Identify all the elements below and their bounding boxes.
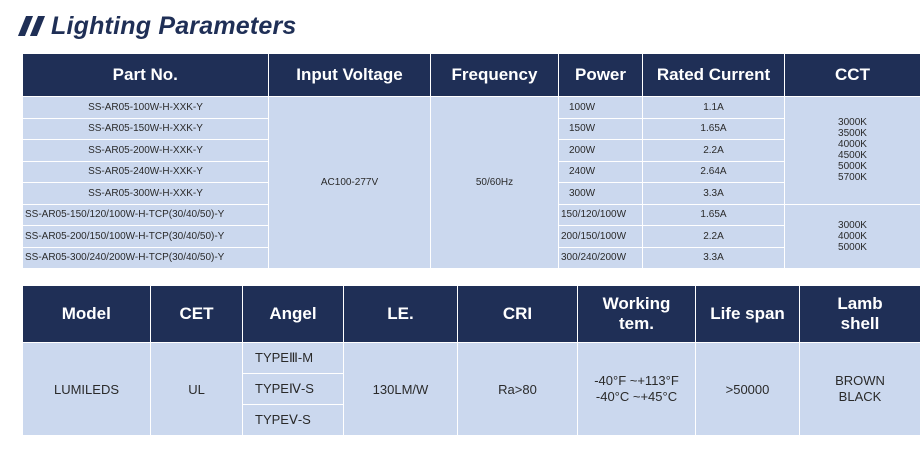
working-temp-cell: -40°F ~+113°F -40°C ~+45°C (577, 342, 696, 436)
header-cct: CCT (784, 54, 920, 97)
angel-cell: TYPEⅢ-M (242, 342, 344, 374)
header-frequency: Frequency (430, 54, 559, 97)
table-row: SS-AR05-300/240/200W-H-TCP(30/40/50)-Y 3… (22, 246, 920, 269)
header-input-voltage: Input Voltage (268, 54, 431, 97)
header-rated-current: Rated Current (642, 54, 785, 97)
header-part-no: Part No. (22, 54, 269, 97)
le-cell: 130LM/W (343, 342, 458, 436)
part-no-cell: SS-AR05-150/120/100W-H-TCP(30/40/50)-Y (22, 203, 269, 226)
lighting-parameters-table: Part No. Input Voltage Frequency Power R… (22, 54, 920, 269)
part-no-cell: SS-AR05-200W-H-XXK-Y (22, 139, 269, 162)
header-angel: Angel (242, 286, 344, 343)
header-cet: CET (150, 286, 243, 343)
spec-header-row: Model CET Angel LE. CRI Working tem. Lif… (22, 286, 920, 343)
frequency-cell: 50/60Hz (430, 96, 559, 269)
table-row: SS-AR05-100W-H-XXK-Y AC100-277V 50/60Hz … (22, 96, 920, 269)
spec-row: TYPEⅣ-S (23, 373, 920, 405)
spec-row: LUMILEDS UL TYPEⅢ-M 130LM/W Ra>80 -40°F … (22, 342, 920, 436)
part-no-cell: SS-AR05-300W-H-XXK-Y (22, 182, 269, 205)
input-voltage-cell: AC100-277V (268, 96, 431, 269)
header-cri: CRI (457, 286, 578, 343)
table-row: SS-AR05-150/120/100W-H-TCP(30/40/50)-Y 1… (22, 203, 920, 269)
part-no-cell: SS-AR05-200/150/100W-H-TCP(30/40/50)-Y (22, 225, 269, 248)
part-no-cell: SS-AR05-100W-H-XXK-Y (22, 96, 269, 119)
life-span-cell: >50000 (695, 342, 800, 436)
header-working-temp: Working tem. (577, 286, 696, 343)
model-cell: LUMILEDS (22, 342, 151, 436)
power-cell: 300/240/200W (558, 246, 643, 269)
part-no-cell: SS-AR05-240W-H-XXK-Y (22, 160, 269, 183)
rated-current-cell: 2.2A (642, 139, 785, 162)
header-le: LE. (343, 286, 458, 343)
header-life-span: Life span (695, 286, 800, 343)
power-cell: 200W (558, 139, 643, 162)
header-power: Power (558, 54, 643, 97)
page-title: Lighting Parameters (51, 11, 297, 40)
rated-current-cell: 3.3A (642, 246, 785, 269)
power-cell: 150/120/100W (558, 203, 643, 226)
part-no-cell: SS-AR05-300/240/200W-H-TCP(30/40/50)-Y (22, 246, 269, 269)
table-row: SS-AR05-240W-H-XXK-Y 240W 2.64A (22, 160, 920, 183)
cri-cell: Ra>80 (457, 342, 578, 436)
table-row: SS-AR05-200/150/100W-H-TCP(30/40/50)-Y 2… (22, 225, 920, 248)
title-slash-icon (17, 16, 46, 36)
spec-row: TYPEⅤ-S (23, 404, 920, 436)
cet-cell: UL (150, 342, 243, 436)
header-model: Model (22, 286, 151, 343)
angel-cell: TYPEⅣ-S (242, 373, 344, 405)
rated-current-cell: 2.64A (642, 160, 785, 183)
rated-current-cell: 2.2A (642, 225, 785, 248)
angel-cell: TYPEⅤ-S (242, 404, 344, 436)
section-title-bar: Lighting Parameters (17, 8, 297, 44)
lamb-shell-cell: BROWN BLACK (799, 342, 920, 436)
header-lamb-shell: Lamb shell (799, 286, 920, 343)
part-no-cell: SS-AR05-150W-H-XXK-Y (22, 117, 269, 140)
power-cell: 200/150/100W (558, 225, 643, 248)
power-cell: 240W (558, 160, 643, 183)
table-header-row: Part No. Input Voltage Frequency Power R… (22, 54, 920, 97)
rated-current-cell: 3.3A (642, 182, 785, 205)
rated-current-cell: 1.65A (642, 117, 785, 140)
power-cell: 300W (558, 182, 643, 205)
rated-current-cell: 1.65A (642, 203, 785, 226)
power-cell: 150W (558, 117, 643, 140)
table-row: SS-AR05-300W-H-XXK-Y 300W 3.3A (22, 182, 920, 205)
rated-current-cell: 1.1A (642, 96, 785, 119)
specification-table: Model CET Angel LE. CRI Working tem. Lif… (22, 286, 920, 436)
power-cell: 100W (558, 96, 643, 119)
